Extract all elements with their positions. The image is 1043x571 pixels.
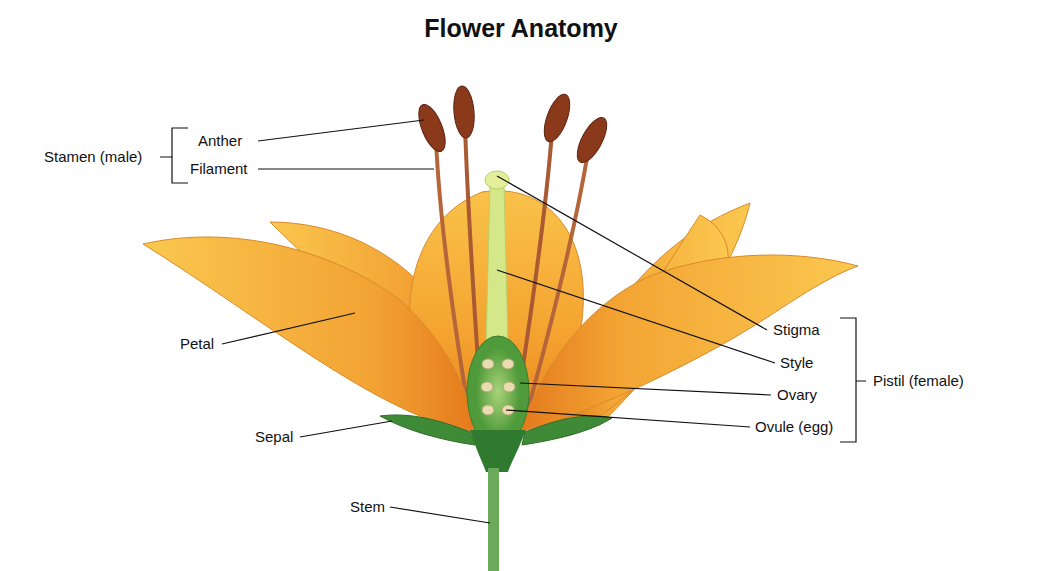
diagram-title: Flower Anatomy	[424, 14, 618, 43]
stem-shape	[488, 468, 499, 571]
ovule-shape	[482, 405, 494, 415]
ovule-shape	[502, 359, 514, 369]
leader-line	[390, 507, 490, 523]
leader-line	[497, 270, 775, 363]
bracket	[160, 128, 188, 183]
anther-shape	[539, 91, 575, 145]
group-label: Stamen (male)	[44, 148, 142, 166]
anther-shape	[571, 113, 612, 167]
part-label: Ovule (egg)	[755, 418, 833, 436]
leader-line	[222, 313, 355, 344]
part-label: Filament	[190, 160, 248, 178]
receptacle-shape	[470, 430, 526, 472]
part-label: Anther	[198, 132, 242, 150]
sepal-shape	[380, 415, 475, 445]
petal-shape	[143, 237, 475, 432]
leader-line	[258, 168, 434, 169]
part-label: Sepal	[255, 428, 293, 446]
part-label: Style	[780, 354, 813, 372]
ovule-shape	[503, 382, 515, 392]
ovule-shape	[481, 382, 493, 392]
part-label: Ovary	[777, 386, 817, 404]
bracket	[840, 318, 866, 442]
ovule-shape	[482, 359, 494, 369]
stigma-shape	[485, 171, 509, 189]
anther-shape	[452, 85, 476, 139]
sepal-shape	[522, 416, 612, 445]
style-shape	[486, 185, 508, 345]
anther-shape	[413, 101, 450, 155]
ovary-inner	[476, 347, 520, 437]
leader-lines	[160, 120, 866, 523]
petal-shape	[520, 255, 858, 432]
leader-line	[520, 383, 771, 395]
part-label: Stigma	[773, 321, 820, 339]
leader-line	[506, 410, 750, 427]
group-label: Pistil (female)	[873, 372, 964, 390]
part-label: Stem	[350, 498, 385, 516]
leader-line	[300, 421, 392, 437]
leader-line	[497, 176, 767, 330]
pistil-group	[467, 171, 529, 448]
leader-line	[258, 120, 424, 141]
part-label: Petal	[180, 335, 214, 353]
